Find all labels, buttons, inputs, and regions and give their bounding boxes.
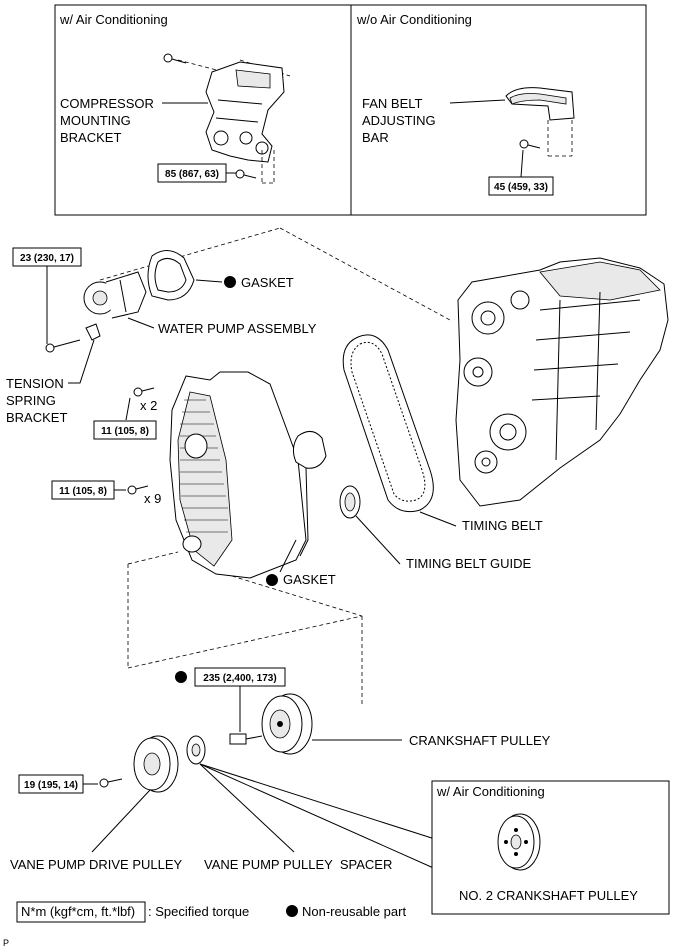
crankshaft-bolt-nonreusable-dot	[175, 671, 187, 683]
timing-belt-leader	[419, 511, 457, 527]
no2-crankshaft-pulley-drawing	[497, 813, 541, 871]
water-pump-area: 23 (230, 17) GASKET WATER PUMP ASSEMBLY …	[6, 227, 451, 425]
timing-belt-label: TIMING BELT	[462, 518, 543, 533]
cover-bolt-upper	[133, 387, 155, 397]
vane-pump-pulley-spacer-drawing	[186, 735, 206, 765]
legend-torque-key: N*m (kgf*cm, ft.*lbf)	[21, 904, 135, 919]
torque-water-pump: 23 (230, 17)	[20, 253, 74, 264]
timing-belt-cover-drawing	[169, 371, 307, 579]
legend-torque-key-box	[16, 901, 146, 923]
fan-belt-bolt	[519, 139, 541, 149]
panel-no-ac-title: w/o Air Conditioning	[356, 12, 472, 27]
tension-label-line-2: SPRING	[6, 393, 56, 408]
compressor-label-line-3: BRACKET	[60, 130, 121, 145]
bracket-bolt-top	[163, 53, 187, 64]
timing-belt-guide-drawing	[339, 485, 361, 519]
cover-gasket-drawing	[292, 431, 327, 469]
bracket-bolt-bottom	[235, 169, 257, 179]
legend-nonreusable-text: Non-reusable part	[302, 904, 406, 919]
cover-gasket-label: GASKET	[283, 572, 336, 587]
water-pump-gasket-label: GASKET	[241, 275, 294, 290]
water-pump-assembly-label: WATER PUMP ASSEMBLY	[158, 321, 317, 336]
torque-cover-lower: 11 (105, 8)	[59, 486, 107, 497]
torque-box-crankshaft: 235 (2,400, 173)	[194, 667, 286, 732]
cover-ribs	[180, 399, 228, 533]
torque-crankshaft: 235 (2,400, 173)	[203, 673, 276, 684]
water-pump-bolt	[45, 339, 81, 353]
cover-bolt-lower-qty: x 9	[144, 491, 161, 506]
vane-pulley-spacer-label: VANE PUMP PULLEY SPACER	[204, 857, 392, 872]
cover-gasket-nonreusable-dot	[266, 574, 278, 586]
cover-bolt-lower	[127, 485, 149, 495]
top-panel: w/ Air Conditioning w/o Air Conditioning	[54, 4, 647, 216]
torque-cover-upper: 11 (105, 8)	[101, 426, 149, 437]
fan-belt-label-line-2: ADJUSTING	[362, 113, 436, 128]
crankshaft-pulley-drawing	[261, 693, 313, 755]
cover-gasket-leader-1	[299, 467, 309, 557]
panel-ac-title: w/ Air Conditioning	[59, 12, 168, 27]
tension-leader	[68, 339, 95, 384]
panel-ac-bottom-title: w/ Air Conditioning	[436, 784, 545, 799]
cover-gasket-leader-2	[279, 539, 297, 573]
cover-bolt-upper-qty: x 2	[140, 398, 157, 413]
no2-pulley-leader-1	[199, 763, 439, 871]
gasket-nonreusable-dot	[224, 276, 236, 288]
legend: N*m (kgf*cm, ft.*lbf) : Specified torque…	[16, 901, 406, 923]
torque-compressor: 85 (867, 63)	[165, 169, 219, 180]
fan-belt-label-line-1: FAN BELT	[362, 96, 423, 111]
torque-box-cover-upper: 11 (105, 8)	[93, 420, 157, 440]
crankshaft-pulley-label: CRANKSHAFT PULLEY	[409, 733, 551, 748]
alignment-guide-lines	[127, 551, 363, 706]
vane-drive-pulley-label: VANE PUMP DRIVE PULLEY	[10, 857, 183, 872]
timing-belt-guide-leader	[355, 515, 401, 565]
tension-label-line-3: BRACKET	[6, 410, 67, 425]
bottom-right-panel-frame	[431, 780, 670, 915]
torque-box-compressor: 85 (867, 63)	[157, 163, 236, 183]
fan-belt-leader	[449, 99, 506, 104]
torque-box-water-pump: 23 (230, 17)	[12, 247, 82, 344]
torque-box-vane-pump: 19 (195, 14)	[18, 774, 98, 794]
water-pump-assembly-drawing	[83, 271, 147, 319]
torque-box-cover-lower: 11 (105, 8)	[51, 480, 126, 500]
fan-belt-adjusting-bar-drawing	[505, 87, 575, 157]
fan-belt-label-line-3: BAR	[362, 130, 389, 145]
legend-torque-text: : Specified torque	[148, 904, 249, 919]
timing-belt-drawing	[342, 334, 434, 513]
compressor-label-line-2: MOUNTING	[60, 113, 131, 128]
compressor-mounting-bracket-drawing	[163, 53, 291, 184]
compressor-label-line-1: COMPRESSOR	[60, 96, 154, 111]
tension-spring-bracket-drawing	[85, 323, 101, 341]
bottom-right-panel: w/ Air Conditioning NO. 2 CRANKSHAFT PUL…	[431, 780, 670, 915]
timing-belt-guide-label: TIMING BELT GUIDE	[406, 556, 532, 571]
torque-fan-belt: 45 (459, 33)	[494, 182, 548, 193]
torque-box-fan-belt: 45 (459, 33)	[488, 149, 554, 196]
engine-block-drawing	[455, 257, 669, 507]
vane-pump-drive-pulley-drawing	[133, 735, 179, 793]
no2-crankshaft-pulley-label: NO. 2 CRANKSHAFT PULLEY	[459, 888, 638, 903]
torque-vane-pump: 19 (195, 14)	[24, 780, 78, 791]
no2-pulley-leader-2	[199, 763, 439, 841]
vane-drive-pulley-leader	[91, 789, 151, 853]
water-pump-gasket-drawing	[147, 250, 195, 301]
vane-pump-bolt	[99, 778, 123, 788]
crankshaft-bolt-drawing	[229, 733, 263, 745]
tension-label-line-1: TENSION	[6, 376, 64, 391]
legend-nonreusable-dot	[286, 905, 298, 917]
vane-spacer-leader	[199, 763, 295, 853]
corner-mark: P	[3, 938, 9, 948]
